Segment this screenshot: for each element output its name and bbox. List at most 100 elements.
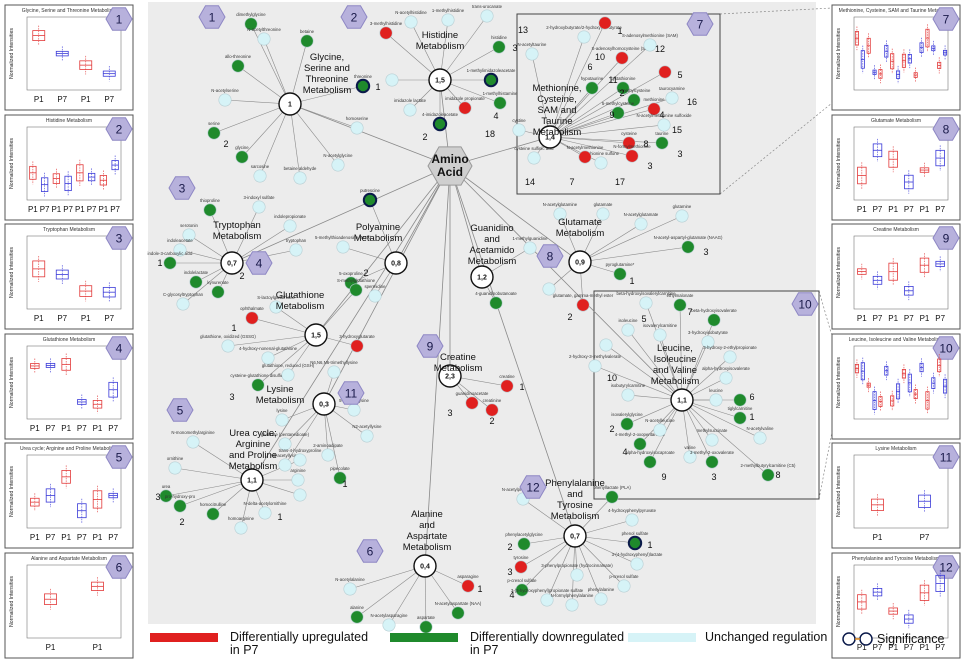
metabolite-label: methionine bbox=[643, 97, 665, 102]
pathway-hexagon-4 bbox=[245, 251, 273, 275]
pathway-hexagon-8 bbox=[536, 244, 564, 268]
metabolite-node-down bbox=[419, 620, 433, 634]
pathway-hexagon-8-number: 8 bbox=[547, 250, 554, 264]
metabolite-node-up bbox=[576, 298, 590, 312]
metabolite-label: kynurenate bbox=[207, 280, 229, 285]
metabolite-node-down bbox=[349, 283, 363, 297]
panel-tick: P1 bbox=[28, 205, 38, 214]
metabolite-94 bbox=[293, 488, 307, 502]
metabolite-panel-number: 9 bbox=[609, 110, 614, 120]
metabolite-121: 3-hydroxyisobutyrate bbox=[688, 330, 729, 349]
metabolite-60: pyroglutamine*1 bbox=[606, 262, 635, 286]
pathway-hexagon-10 bbox=[791, 292, 819, 316]
metabolite-node-up bbox=[658, 65, 672, 79]
metabolite-node-down bbox=[251, 378, 265, 392]
metabolite-93: arginine bbox=[290, 468, 306, 487]
metabolite-label: homocitrulline bbox=[200, 502, 227, 507]
panel-title: Tryptophan Metabolism bbox=[43, 227, 95, 233]
metabolite-label: indolepropionate bbox=[274, 214, 306, 219]
metabolite-node-un bbox=[368, 289, 382, 303]
hub-value-h4: 0,8 bbox=[391, 261, 401, 268]
metabolite-panel-number: 2 bbox=[609, 424, 614, 434]
hub-value-h1: 1 bbox=[288, 102, 292, 109]
metabolite-node-un bbox=[657, 118, 671, 132]
metabolite-label: 2-aminoadipate bbox=[313, 443, 343, 448]
panel-tick: P7 bbox=[104, 314, 114, 323]
edge-h10-met-76 bbox=[549, 108, 655, 138]
metabolite-node-un bbox=[753, 431, 767, 445]
metabolite-panel-number: 2 bbox=[567, 312, 572, 322]
metabolite-label: guanidinoacetate bbox=[456, 391, 489, 396]
right-panel-7: Methionine, Cysteine, SAM and Taurine Me… bbox=[831, 4, 961, 111]
metabolite-panel-number: 1 bbox=[277, 512, 282, 522]
metabolite-label: putrescine bbox=[360, 188, 380, 193]
edge-h14-met-115 bbox=[645, 302, 683, 401]
pathway-hexagon-1 bbox=[198, 5, 226, 29]
metabolite-0: dimethylglycine bbox=[236, 12, 266, 31]
metabolite-node-un bbox=[281, 368, 295, 382]
edge-h14-met-116 bbox=[679, 304, 683, 401]
hub-value-h11: 1,1 bbox=[247, 478, 257, 485]
metabolite-label: hypotaurine bbox=[581, 76, 604, 81]
left-panel-5: Urea cycle; Arginine and Proline Metabol… bbox=[4, 442, 134, 549]
metabolite-43: glutathione, reduced (GSH) bbox=[262, 363, 315, 382]
metabolite-panel-number: 3 bbox=[229, 392, 234, 402]
metabolite-59: N-acetyl-aspartyl-glutamate (NAAG)3 bbox=[654, 235, 723, 257]
hub-circle-h4 bbox=[384, 251, 408, 275]
metabolite-node-un bbox=[293, 453, 307, 467]
metabolite-node-down bbox=[620, 417, 634, 431]
metabolite-12: 3-methylhistidine bbox=[370, 21, 403, 40]
metabolite-node-un bbox=[218, 93, 232, 107]
panel-tick: P7 bbox=[873, 314, 883, 323]
edge-h14-met-119 bbox=[605, 344, 683, 401]
metabolite-label: cysteine sulfinic acid bbox=[514, 146, 554, 151]
metabolite-panel-number: 2 bbox=[489, 416, 494, 426]
metabolite-label: urea bbox=[162, 484, 171, 489]
metabolite-node-down bbox=[159, 489, 173, 503]
metabolite-119 bbox=[599, 338, 613, 352]
metabolite-panel-number: 1 bbox=[519, 382, 524, 392]
metabolite-node-un bbox=[630, 557, 644, 571]
edge-h10-met-78 bbox=[549, 124, 665, 138]
edge-h1-met-0 bbox=[250, 23, 291, 105]
hub-circle-h8 bbox=[568, 250, 592, 274]
panel-tick: P7 bbox=[40, 205, 50, 214]
edge-h10-met-71 bbox=[549, 71, 666, 138]
metabolite-node-un bbox=[653, 328, 667, 342]
metabolite-node-un bbox=[176, 297, 190, 311]
metabolite-91: homoarginine bbox=[228, 516, 255, 535]
panel-tick: P1 bbox=[857, 643, 867, 652]
panel-hexagon-12 bbox=[932, 555, 960, 579]
legend-swatch-unchanged bbox=[628, 633, 696, 642]
metabolite-node-down bbox=[492, 40, 506, 54]
panel-tick: P7 bbox=[935, 205, 945, 214]
panel-ylabel: Normalized Intensities bbox=[836, 357, 842, 408]
metabolite-label: S-methylglutathione bbox=[337, 278, 376, 283]
metabolite-label: ethylmalonate bbox=[667, 293, 694, 298]
metabolite-panel-number: 8 bbox=[775, 470, 780, 480]
panel-tick: P1 bbox=[857, 205, 867, 214]
edge-h1-met-8 bbox=[289, 103, 301, 179]
metabolite-panel-number: 10 bbox=[607, 373, 617, 383]
panel-tick: P7 bbox=[873, 643, 883, 652]
metabolite-node-un bbox=[257, 32, 271, 46]
metabolite-label: 3-hydroxy-2-ethylpropionate bbox=[703, 345, 757, 350]
metabolite-node-un bbox=[683, 450, 697, 464]
metabolite-node-up bbox=[245, 311, 259, 325]
legend-swatch-up bbox=[150, 633, 218, 642]
metabolite-node-up bbox=[622, 136, 636, 150]
edge-center-h5 bbox=[315, 165, 451, 336]
metabolite-node-un bbox=[621, 388, 635, 402]
metabolite-17: 1-methylimidazoleacetate bbox=[467, 68, 516, 88]
